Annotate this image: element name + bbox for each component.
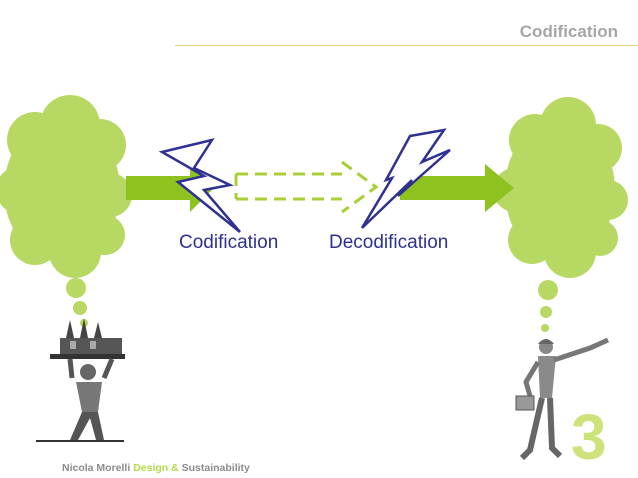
footer-sustainability: Sustainability [182, 462, 250, 474]
left-thought-cloud-icon [0, 95, 132, 327]
page-number: 3 [571, 405, 607, 469]
footer-design: Design & [133, 462, 179, 474]
codification-label: Codification [179, 232, 278, 254]
footer-credit: Nicola Morelli Design & Sustainability [62, 462, 250, 474]
decodification-label: Decodification [329, 232, 448, 254]
footer-author: Nicola Morelli [62, 462, 130, 474]
dashed-arrow-icon [236, 162, 376, 212]
factory-worker-icon [36, 318, 125, 441]
right-thought-cloud-icon [493, 97, 628, 332]
